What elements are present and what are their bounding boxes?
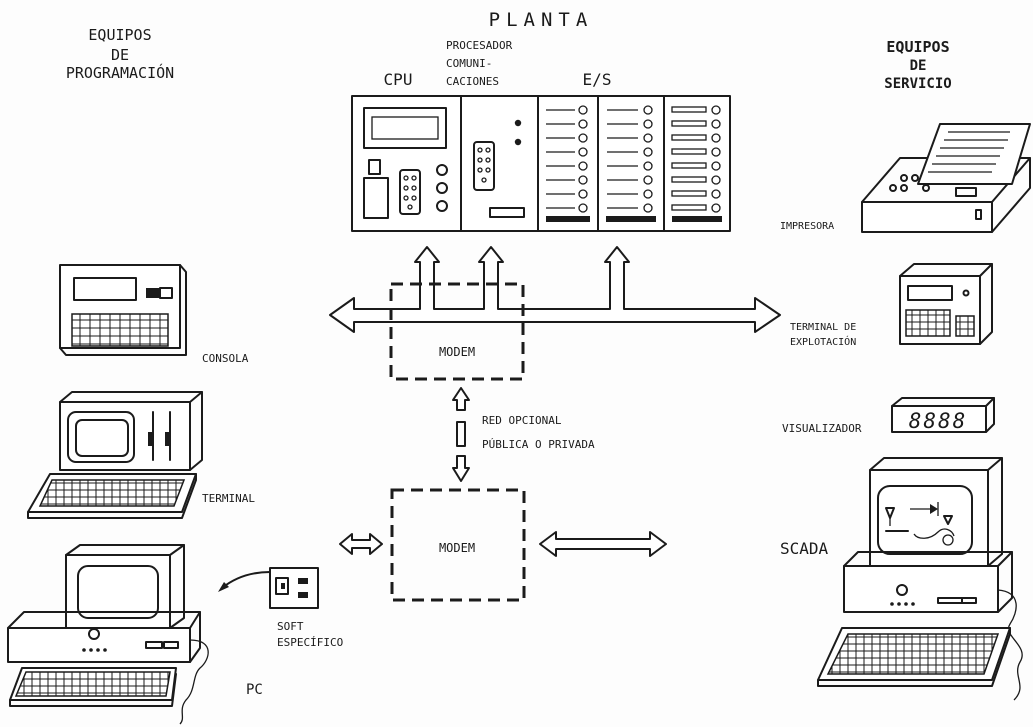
visualizador-label: VISUALIZADOR (782, 422, 862, 435)
service-title-line1: EQUIPOS (886, 38, 949, 56)
io-label: E/S (583, 70, 612, 89)
display-icon: 8888 VISUALIZADOR (782, 398, 994, 435)
modem-bottom: MODEM (340, 490, 666, 600)
floppy-icon: SOFT ESPECÍFICO (218, 568, 343, 649)
scada-label: SCADA (780, 539, 829, 558)
comm-processor-label-line3: CACIONES (446, 75, 499, 88)
service-header: EQUIPOS DE SERVICIO (884, 38, 951, 92)
programming-header: EQUIPOS DE PROGRAMACIÓN (66, 26, 174, 82)
optional-network-link: RED OPCIONAL PÚBLICA O PRIVADA (453, 388, 595, 481)
programming-title-line3: PROGRAMACIÓN (66, 63, 174, 82)
impresora-label: IMPRESORA (780, 221, 834, 232)
modem-top-label: MODEM (439, 345, 475, 359)
visualizador-digits: 8888 (909, 409, 968, 433)
pc-label: PC (246, 682, 263, 698)
red-opcional-line1: RED OPCIONAL (482, 414, 562, 427)
soft-label-line1: SOFT (277, 620, 304, 633)
operator-terminal-icon: TERMINAL DE EXPLOTACIÓN (790, 264, 992, 348)
modem-left-arrow (340, 534, 382, 554)
red-opcional-line2: PÚBLICA O PRIVADA (482, 438, 595, 451)
plc-rack-icon: CPU PROCESADOR COMUNI- CACIONES E/S (352, 39, 730, 231)
consola-label: CONSOLA (202, 352, 249, 365)
programming-title-line1: EQUIPOS (88, 26, 151, 44)
terminal-explotacion-line1: TERMINAL DE (790, 322, 856, 333)
programming-title-line2: DE (111, 46, 129, 64)
comm-processor-label-line2: COMUNI- (446, 57, 492, 70)
terminal-icon: TERMINAL (28, 392, 255, 518)
service-title-line2: DE (910, 58, 927, 74)
printer-icon: IMPRESORA (780, 124, 1030, 232)
main-bus-arrow (330, 247, 780, 332)
cpu-label: CPU (384, 70, 413, 89)
comm-processor-label-line1: PROCESADOR (446, 39, 513, 52)
soft-label-line2: ESPECÍFICO (277, 636, 343, 649)
service-title-line3: SERVICIO (884, 76, 951, 92)
plant-title: PLANTA (489, 9, 594, 31)
pc-icon: PC (8, 545, 263, 724)
modem-top: MODEM (391, 284, 523, 379)
console-icon: CONSOLA (60, 265, 249, 365)
modem-right-arrow (540, 532, 666, 556)
modem-bottom-label: MODEM (439, 541, 475, 555)
scada-workstation-icon: SCADA (780, 458, 1022, 700)
terminal-label: TERMINAL (202, 492, 255, 505)
modem-top-box (391, 284, 523, 379)
terminal-explotacion-line2: EXPLOTACIÓN (790, 335, 856, 348)
